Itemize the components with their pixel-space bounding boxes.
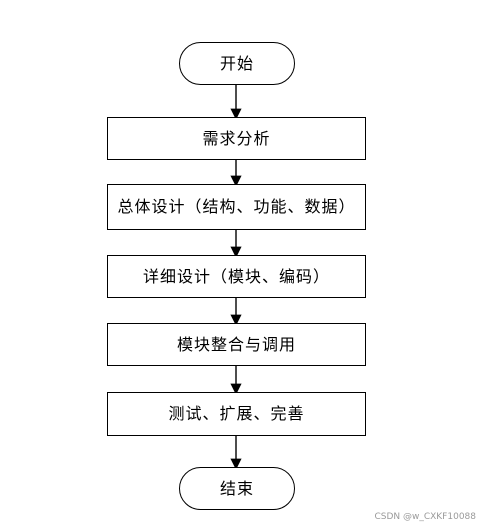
step-requirements-analysis-label: 需求分析	[202, 128, 271, 148]
start-label: 开始	[219, 53, 254, 73]
step-detailed-design: 详细设计（模块、编码）	[107, 255, 366, 298]
step-module-integration: 模块整合与调用	[107, 323, 366, 366]
watermark-text: CSDN @w_CXKF10088	[374, 512, 476, 522]
end-label: 结束	[219, 478, 254, 498]
step-overall-design: 总体设计（结构、功能、数据）	[107, 184, 366, 230]
step-testing-label: 测试、扩展、完善	[168, 404, 305, 423]
start-terminal: 开始	[179, 42, 295, 85]
end-terminal: 结束	[179, 467, 295, 510]
step-module-integration-label: 模块整合与调用	[176, 334, 296, 354]
step-requirements-analysis: 需求分析	[107, 117, 366, 160]
step-testing: 测试、扩展、完善	[107, 392, 366, 436]
step-detailed-design-label: 详细设计（模块、编码）	[142, 266, 330, 286]
step-overall-design-label: 总体设计（结构、功能、数据）	[117, 197, 356, 216]
